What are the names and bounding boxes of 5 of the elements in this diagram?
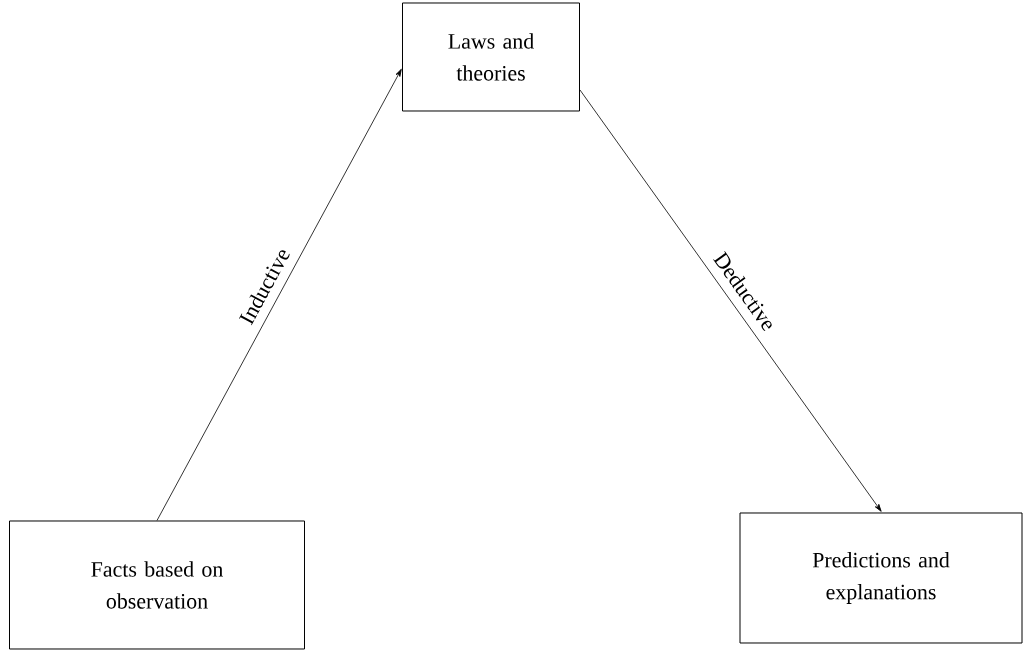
arrow — [156, 68, 402, 521]
process-box: Laws and theories — [402, 2, 580, 112]
process-box: Facts based on observation — [9, 520, 305, 650]
arrow — [579, 89, 882, 512]
process-box: Predictions and explanations — [739, 512, 1023, 644]
